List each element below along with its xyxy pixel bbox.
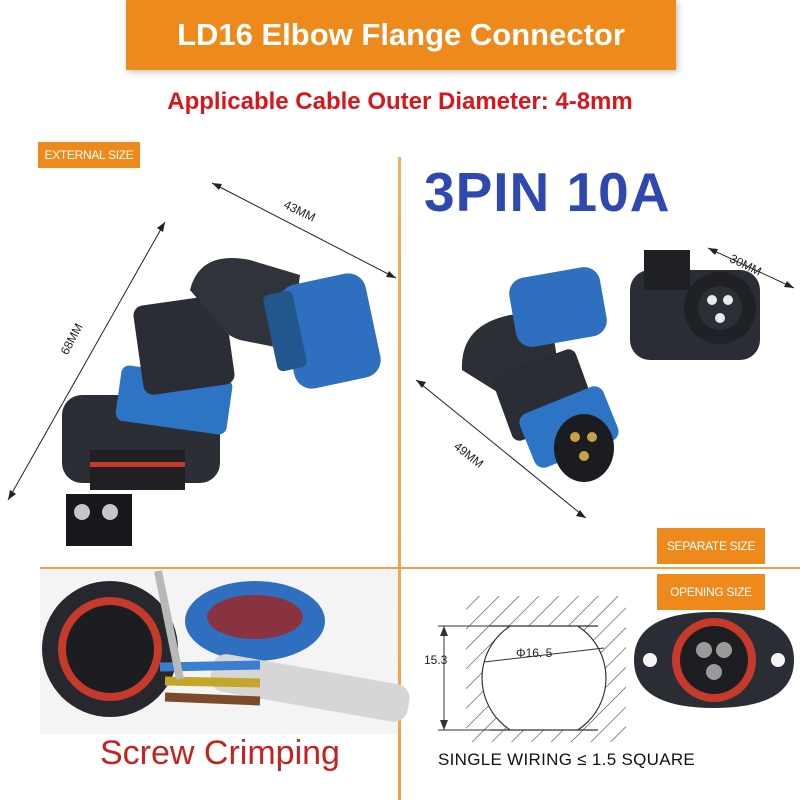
- tag-separate-size-label: SEPARATE SIZE: [666, 539, 756, 553]
- screw-crimping-caption: Screw Crimping: [100, 734, 340, 772]
- vertical-divider: [398, 157, 401, 800]
- tag-opening-size: OPENING SIZE: [657, 574, 765, 610]
- tag-external-size-label: EXTERNAL SIZE: [44, 148, 134, 162]
- single-wiring-caption: SINGLE WIRING ≤ 1.5 SQUARE: [438, 750, 696, 769]
- hole-height-label: 15.3: [424, 653, 448, 667]
- horizontal-divider: [40, 567, 800, 569]
- banner-title: LD16 Elbow Flange Connector: [177, 17, 625, 52]
- elbow-connector-illustration: [7, 182, 397, 546]
- cable-diameter-subtitle: Applicable Cable Outer Diameter: 4-8mm: [167, 88, 633, 115]
- tag-external-size: EXTERNAL SIZE: [38, 142, 140, 168]
- hole-diameter-label: Φ16. 5: [516, 646, 553, 660]
- tag-separate-size: SEPARATE SIZE: [657, 528, 765, 564]
- opening-size-drawing: [438, 596, 794, 742]
- screw-crimping-illustration: [40, 569, 410, 734]
- pin-rating: 3PIN 10A: [424, 161, 671, 223]
- tag-opening-size-label: OPENING SIZE: [670, 585, 752, 599]
- separated-connector-illustration: [415, 247, 795, 519]
- title-banner: LD16 Elbow Flange Connector: [126, 0, 676, 70]
